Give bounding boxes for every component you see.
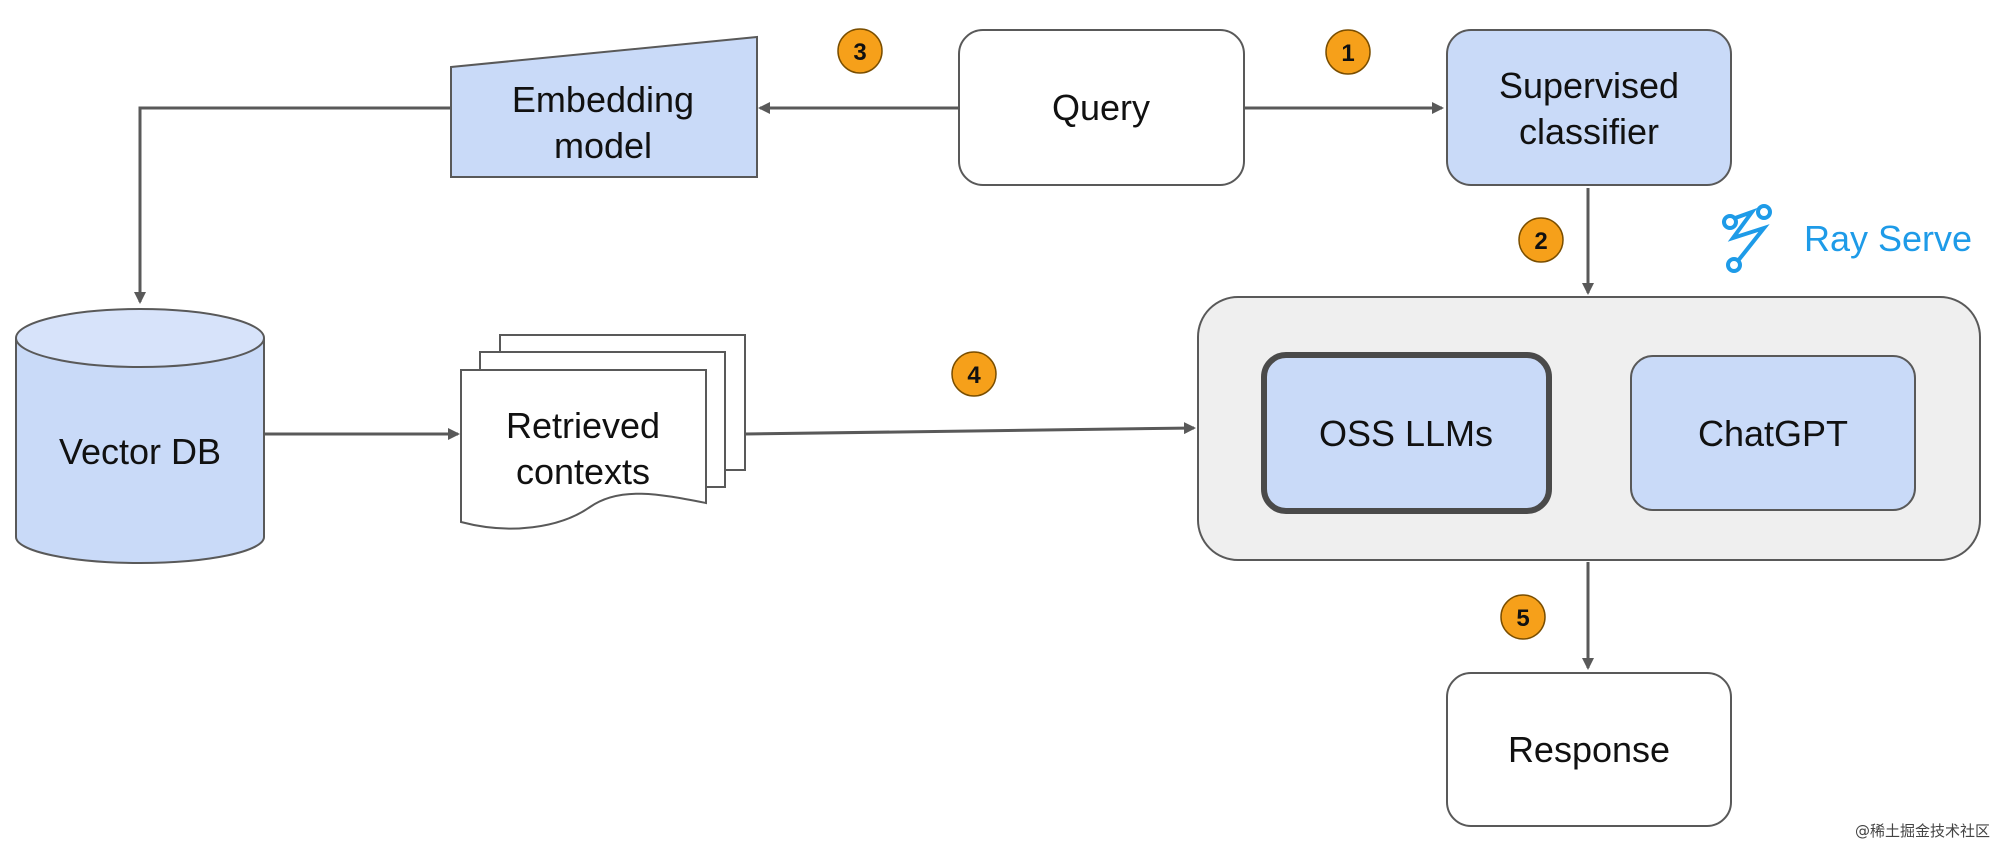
response-label: Response bbox=[1508, 729, 1670, 770]
chatgpt-node: ChatGPT bbox=[1630, 355, 1916, 511]
watermark-text: @稀土掘金技术社区 bbox=[1855, 822, 1990, 840]
retrieved-contexts-label-line2: contexts bbox=[516, 451, 650, 492]
supervised-classifier-label-line2: classifier bbox=[1519, 111, 1659, 152]
vector-db-label: Vector DB bbox=[59, 431, 221, 472]
response-node: Response bbox=[1446, 672, 1732, 827]
step-badge-4: 4 bbox=[951, 351, 997, 397]
retrieved-contexts-node: Retrieved contexts bbox=[460, 334, 746, 530]
arrow-embedding-to-vectordb bbox=[134, 106, 450, 304]
step-badge-2: 2 bbox=[1518, 217, 1564, 263]
ray-serve-icon bbox=[1722, 204, 1772, 273]
step-badge-1: 1 bbox=[1325, 29, 1371, 75]
embedding-model-label-line2: model bbox=[554, 125, 652, 166]
svg-text:5: 5 bbox=[1516, 605, 1529, 632]
supervised-classifier-label-line1: Supervised bbox=[1499, 65, 1679, 106]
oss-llms-node: OSS LLMs bbox=[1261, 352, 1552, 514]
connectors bbox=[134, 102, 1594, 670]
arrow-contexts-to-llms bbox=[744, 422, 1196, 436]
step-badge-5: 5 bbox=[1500, 594, 1546, 640]
llm-group: OSS LLMs ChatGPT bbox=[1197, 296, 1981, 561]
svg-text:2: 2 bbox=[1534, 228, 1547, 255]
svg-text:1: 1 bbox=[1341, 40, 1354, 67]
svg-text:4: 4 bbox=[967, 362, 981, 389]
vector-db-node: Vector DB bbox=[15, 308, 265, 564]
oss-llms-label: OSS LLMs bbox=[1319, 413, 1493, 454]
step-badge-3: 3 bbox=[837, 28, 883, 74]
chatgpt-label: ChatGPT bbox=[1698, 413, 1848, 454]
supervised-classifier-node: Supervised classifier bbox=[1446, 29, 1732, 186]
ray-serve-logo: Ray Serve bbox=[1722, 204, 1972, 273]
query-label: Query bbox=[1052, 87, 1150, 128]
query-node: Query bbox=[958, 29, 1245, 186]
embedding-model-label-line1: Embedding bbox=[512, 79, 694, 120]
embedding-model-node: Embedding model bbox=[450, 35, 758, 178]
retrieved-contexts-label-line1: Retrieved bbox=[506, 405, 660, 446]
ray-serve-wordmark: Ray Serve bbox=[1804, 218, 1972, 259]
svg-text:3: 3 bbox=[853, 39, 866, 66]
